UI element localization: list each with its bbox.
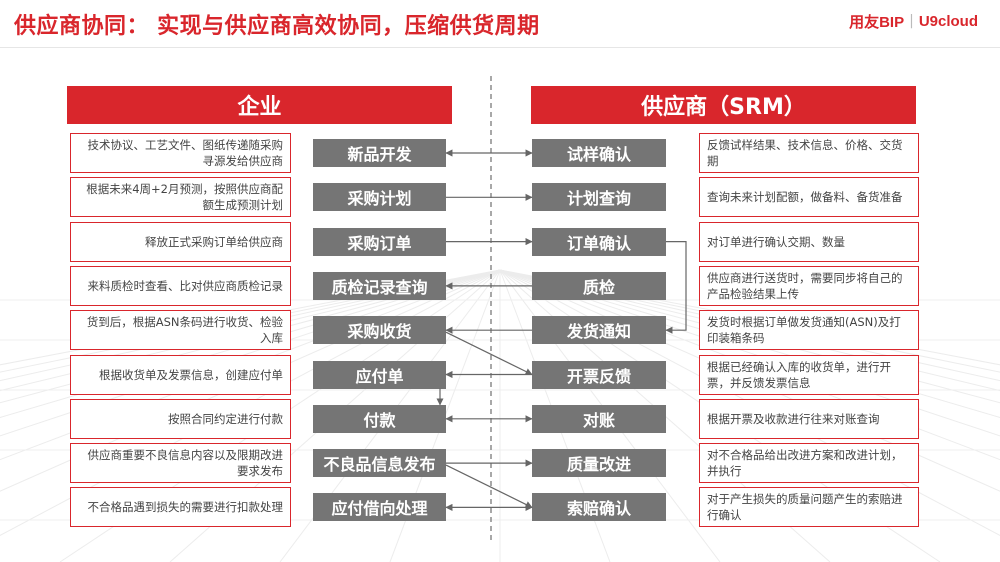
enterprise-description: 供应商重要不良信息内容以及限期改进要求发布	[70, 443, 291, 484]
supplier-description: 发货时根据订单做发货通知(ASN)及打印装箱条码	[699, 310, 919, 351]
enterprise-description: 货到后，根据ASN条码进行收货、检验入库	[70, 310, 291, 351]
enterprise-process-step: 付款	[313, 404, 446, 433]
enterprise-header: 企业	[67, 86, 452, 124]
supplier-description: 供应商进行送货时，需要同步将自己的产品检验结果上传	[699, 265, 919, 306]
enterprise-description: 技术协议、工艺文件、图纸传递随采购寻源发给供应商	[70, 133, 291, 173]
supplier-process-step: 质检	[532, 271, 666, 300]
enterprise-description: 按照合同约定进行付款	[70, 398, 291, 439]
enterprise-description: 来料质检时查看、比对供应商质检记录	[70, 265, 291, 306]
supplier-process-step: 质量改进	[532, 449, 666, 478]
supplier-description: 对订单进行确认交期、数量	[699, 221, 919, 262]
title-divider	[0, 47, 1000, 48]
brand-name-u9cloud: U9cloud	[918, 12, 978, 30]
supplier-description: 对不合格品给出改进方案和改进计划，并执行	[699, 443, 919, 484]
supplier-description: 根据开票及收款进行往来对账查询	[699, 398, 919, 439]
enterprise-process-step: 应付借向处理	[313, 493, 446, 522]
supplier-process-step: 试样确认	[532, 139, 666, 167]
brand-logo: 用友BIP | U9cloud	[849, 11, 978, 31]
supplier-process-step: 对账	[532, 404, 666, 433]
supplier-process-step: 索赔确认	[532, 493, 666, 522]
enterprise-description: 不合格品遇到损失的需要进行扣款处理	[70, 487, 291, 528]
page-title: 供应商协同： 实现与供应商高效协同，压缩供货周期	[14, 14, 540, 39]
enterprise-description: 根据收货单及发票信息，创建应付单	[70, 354, 291, 395]
enterprise-process-step: 不良品信息发布	[313, 449, 446, 478]
supplier-description: 根据已经确认入库的收货单，进行开票，并反馈发票信息	[699, 354, 919, 395]
brand-separator: |	[909, 13, 914, 29]
grid-line	[0, 269, 501, 392]
supplier-header: 供应商（SRM）	[531, 86, 916, 124]
supplier-description: 对于产生损失的质量问题产生的索赔进行确认	[699, 487, 919, 528]
enterprise-description: 释放正式采购订单给供应商	[70, 221, 291, 262]
enterprise-process-step: 采购订单	[313, 227, 446, 256]
supplier-description: 反馈试样结果、技术信息、价格、交货期	[699, 133, 919, 173]
supplier-process-step: 开票反馈	[532, 360, 666, 389]
supplier-description: 查询未来计划配额，做备料、备货准备	[699, 177, 919, 218]
enterprise-process-step: 新品开发	[313, 139, 446, 167]
enterprise-description: 根据未来4周+2月预测，按照供应商配额生成预测计划	[70, 177, 291, 218]
supplier-process-step: 订单确认	[532, 227, 666, 256]
enterprise-process-step: 采购计划	[313, 183, 446, 212]
supplier-process-step: 计划查询	[532, 183, 666, 212]
brand-name-bip: 用友BIP	[849, 13, 905, 31]
enterprise-process-step: 采购收货	[313, 316, 446, 345]
supplier-process-step: 发货通知	[532, 316, 666, 345]
enterprise-process-step: 应付单	[313, 360, 446, 389]
enterprise-process-step: 质检记录查询	[313, 271, 446, 300]
